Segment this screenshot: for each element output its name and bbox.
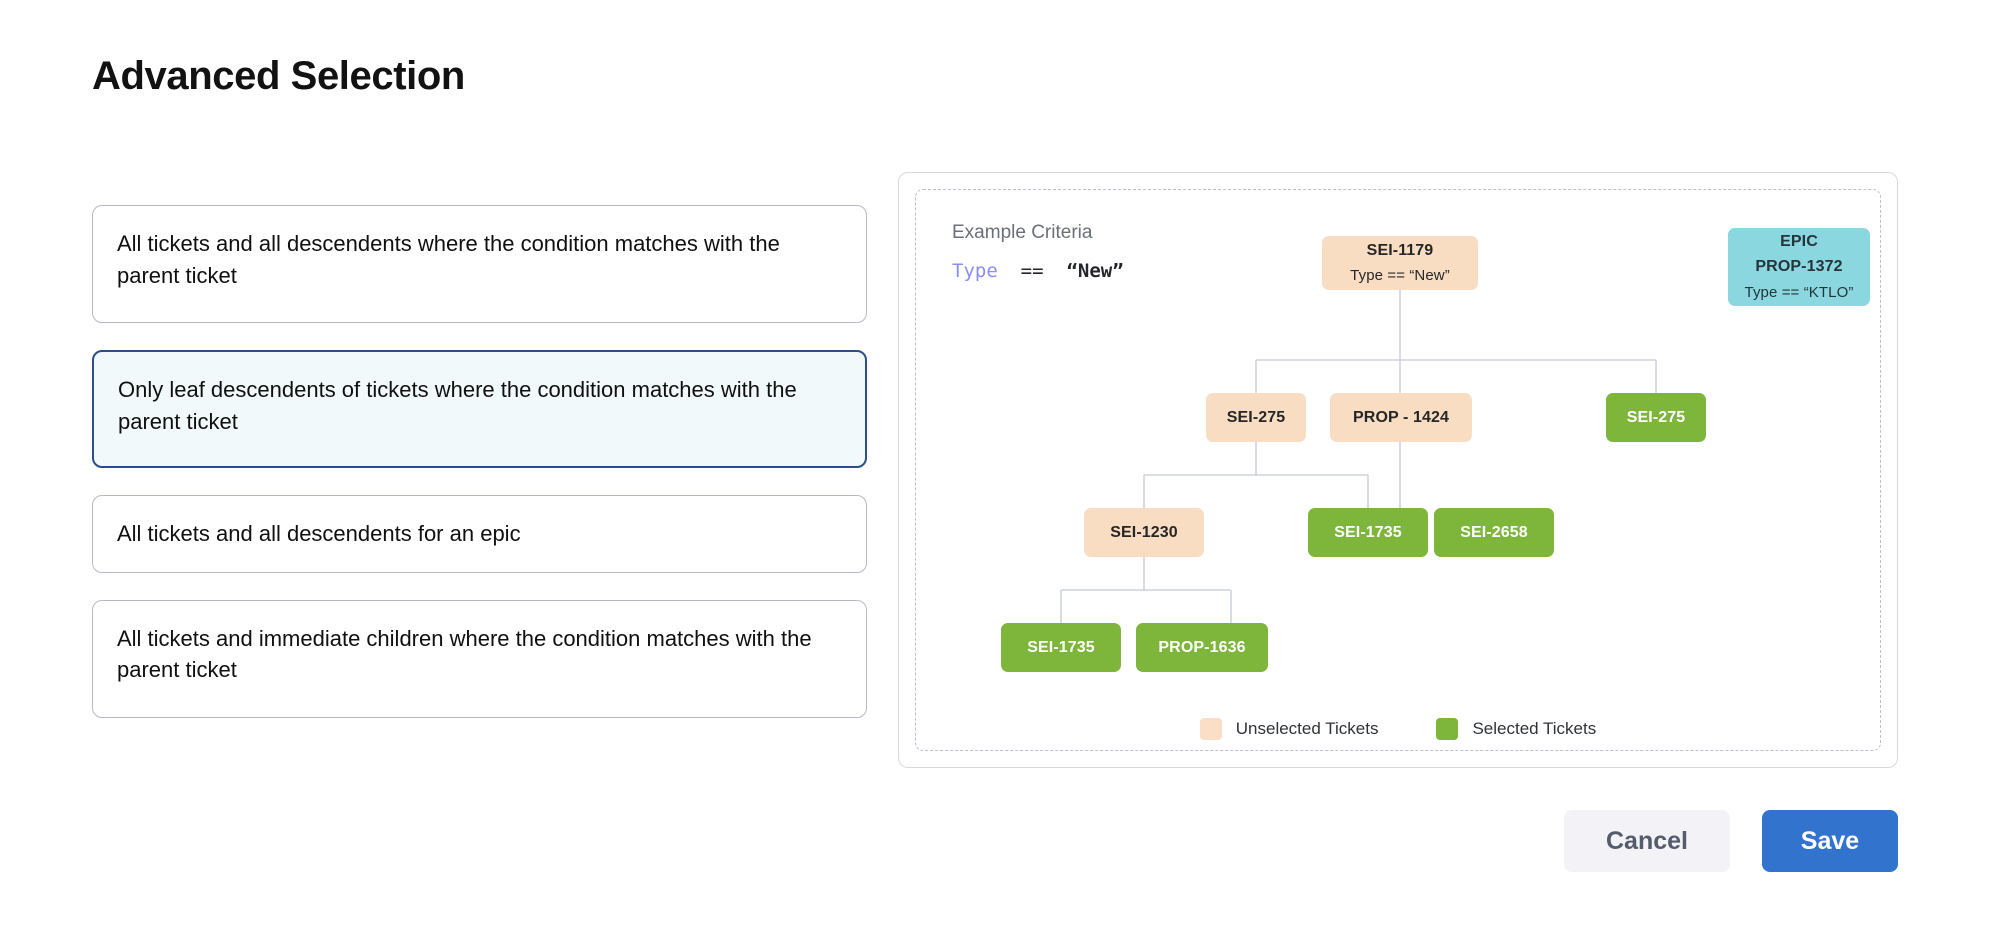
node-condition: Type == “KTLO”	[1744, 284, 1854, 301]
cancel-button[interactable]: Cancel	[1564, 810, 1730, 872]
example-diagram-dashed-area: Example Criteria Type == “New”	[915, 189, 1881, 751]
example-diagram-panel: Example Criteria Type == “New”	[898, 172, 1898, 768]
tree-node-sei-1230[interactable]: SEI-1230	[1084, 508, 1204, 557]
node-subtitle: Type == “New”	[1350, 267, 1450, 284]
node-title: PROP - 1424	[1353, 408, 1449, 426]
tree-node-sei-275-selected[interactable]: SEI-275	[1606, 393, 1706, 442]
legend-item-unselected: Unselected Tickets	[1199, 718, 1379, 740]
tree-node-sei-1179[interactable]: SEI-1179 Type == “New”	[1322, 236, 1478, 290]
node-title: SEI-275	[1626, 408, 1686, 426]
legend-item-selected: Selected Tickets	[1436, 718, 1596, 740]
option-card-immediate-children[interactable]: All tickets and immediate children where…	[92, 599, 867, 718]
selection-options-list: All tickets and all descendents where th…	[92, 205, 867, 745]
node-title: SEI-2658	[1460, 523, 1528, 541]
save-button[interactable]: Save	[1762, 810, 1898, 872]
legend-swatch-icon-selected	[1436, 718, 1459, 740]
option-card-all-descendents[interactable]: All tickets and all descendents where th…	[92, 205, 867, 323]
tree-node-sei-1735-row4[interactable]: SEI-1735	[1001, 623, 1121, 672]
tree-node-sei-1735-row3[interactable]: SEI-1735	[1308, 508, 1428, 557]
criteria-field: Type	[952, 260, 998, 282]
tree-connectors	[1060, 290, 1657, 623]
node-title: SEI-275	[1226, 408, 1286, 426]
node-title: SEI-1735	[1027, 638, 1095, 656]
tree-node-prop-1636[interactable]: PROP-1636	[1136, 623, 1268, 672]
page-title: Advanced Selection	[92, 54, 465, 98]
option-label: Only leaf descendents of tickets where t…	[118, 377, 797, 434]
tree-node-epic-prop-1372[interactable]: EPIC PROP-1372 Type == “KTLO”	[1728, 228, 1870, 306]
option-label: All tickets and all descendents where th…	[117, 231, 780, 288]
criteria-operator: ==	[1020, 260, 1044, 282]
legend-label: Selected Tickets	[1472, 719, 1597, 738]
legend-swatch-icon-unselected	[1199, 718, 1222, 740]
criteria-label: Example Criteria	[952, 222, 1093, 243]
tree-node-prop-1424[interactable]: PROP - 1424	[1330, 393, 1472, 442]
dialog-footer: Cancel Save	[1564, 810, 1898, 872]
option-card-leaf-descendents[interactable]: Only leaf descendents of tickets where t…	[92, 350, 867, 468]
node-title: SEI-1179	[1366, 242, 1434, 259]
ticket-tree: SEI-1179 Type == “New” EPIC PROP-1372 Ty…	[916, 190, 1880, 750]
legend-label: Unselected Tickets	[1235, 719, 1379, 738]
node-title: EPIC	[1780, 233, 1818, 250]
tree-node-sei-2658[interactable]: SEI-2658	[1434, 508, 1554, 557]
criteria-value: “New”	[1066, 260, 1124, 282]
option-label: All tickets and immediate children where…	[117, 625, 812, 683]
tree-node-sei-275-unselected[interactable]: SEI-275	[1206, 393, 1306, 442]
diagram-legend: Unselected Tickets Selected Tickets	[916, 718, 1880, 740]
node-subtitle: PROP-1372	[1755, 258, 1843, 275]
criteria-expression: Type == “New”	[952, 260, 1124, 282]
node-title: PROP-1636	[1158, 638, 1246, 656]
option-label: All tickets and all descendents for an e…	[117, 521, 521, 546]
node-title: SEI-1230	[1110, 523, 1178, 541]
option-card-epic-descendents[interactable]: All tickets and all descendents for an e…	[92, 495, 867, 573]
node-title: SEI-1735	[1334, 523, 1402, 541]
